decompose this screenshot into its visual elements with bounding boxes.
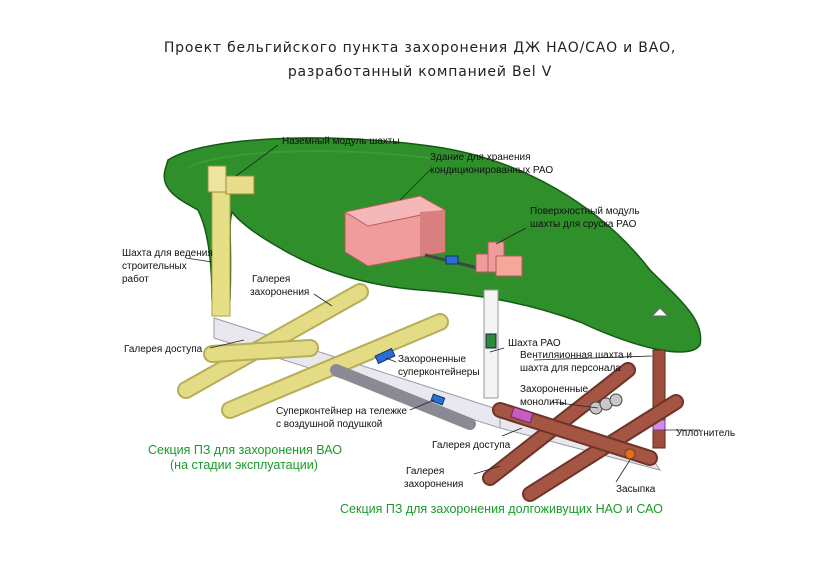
label-section-hlw-2: (на стадии эксплуатации)	[170, 458, 318, 472]
label-disposal-gallery-1: Галерея	[252, 274, 290, 285]
label-disposal-gallery-2: захоронения	[250, 287, 309, 298]
ground-module-building	[225, 175, 255, 195]
label-storage-building-1: Здание для хранения	[430, 152, 530, 163]
supercontainer-trolley	[430, 393, 446, 406]
label-disposal-gallery-r2: захоронения	[404, 479, 463, 490]
label-disposal-gallery-r1: Галерея	[406, 466, 444, 477]
gallery-with-supercontainers	[330, 364, 476, 430]
ventilation-shaft-head	[650, 307, 670, 317]
waste-shaft-annex	[475, 253, 489, 273]
label-ventilation-shaft-2: шахта для персонала	[520, 363, 621, 374]
leader-lines	[185, 144, 700, 483]
label-access-gallery-left: Галерея доступа	[124, 344, 203, 355]
label-construction-shaft-1: Шахта для ведения	[122, 248, 213, 259]
storage-building-side	[420, 210, 445, 256]
waste-shaft-cage	[485, 333, 497, 349]
label-access-gallery-right: Галерея доступа	[432, 440, 511, 451]
label-section-hlw-1: Секция ПЗ для захоронения ВАО	[148, 443, 342, 457]
label-supercontainer-trolley-1: Суперконтейнер на тележке	[276, 406, 407, 417]
label-buried-monoliths-1: Захороненные	[520, 384, 588, 395]
label-backfill: Засыпка	[616, 484, 656, 495]
label-construction-shaft-2: строительных	[122, 261, 187, 272]
transport-vehicle	[445, 255, 459, 265]
label-ground-module: Наземный модуль шахты	[282, 136, 400, 147]
label-surface-module-1: Поверхностный модуль	[530, 206, 640, 217]
label-buried-supercontainers-2: суперконтейнеры	[398, 367, 480, 378]
title-line-1: Проект бельгийского пункта захоронения Д…	[163, 40, 677, 56]
label-buried-monoliths-2: монолиты	[520, 397, 567, 408]
label-ventilation-shaft-1: Вентиляионная шахта и	[520, 350, 632, 361]
label-seal: Уплотнитель	[676, 428, 735, 439]
ventilation-shaft	[652, 349, 666, 449]
ground-module-tower	[207, 165, 227, 193]
label-construction-shaft-3: работ	[122, 273, 149, 285]
backfill-plug	[624, 448, 636, 460]
label-section-ilw: Секция ПЗ для захоронения долгоживущих Н…	[340, 502, 663, 516]
gallery-seal	[510, 406, 534, 424]
label-surface-module-2: шахты для сруска РАО	[530, 219, 637, 230]
label-waste-shaft: Шахта РАО	[508, 338, 561, 349]
label-buried-supercontainers-1: Захороненные	[398, 354, 466, 365]
construction-shaft	[211, 187, 231, 317]
label-storage-building-2: кондиционированных РАО	[430, 165, 553, 176]
waste-shaft-building	[495, 255, 523, 277]
ground-highlight	[187, 150, 431, 169]
buried-supercontainer	[374, 347, 396, 365]
label-supercontainer-trolley-2: с воздушной подушкой	[276, 419, 382, 430]
buried-monoliths	[589, 393, 623, 415]
title-line-2: разработанный компанией Bel V	[287, 64, 553, 80]
